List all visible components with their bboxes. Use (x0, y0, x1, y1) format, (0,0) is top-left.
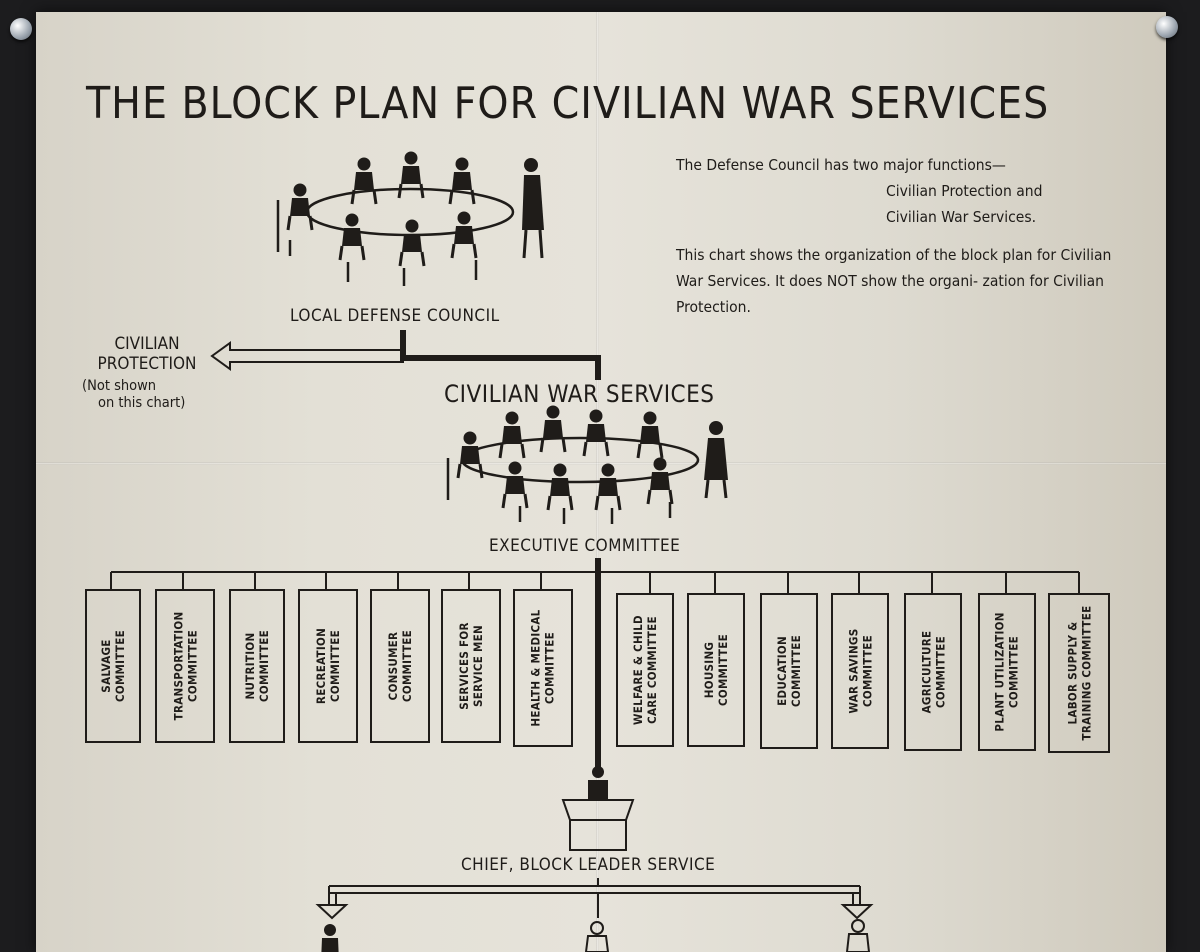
committee-box: NUTRITION COMMITTEE (229, 589, 285, 743)
committee-box: WELFARE & CHILD CARE COMMITTEE (616, 593, 674, 747)
committee-box: AGRICULTURE COMMITTEE (904, 593, 962, 751)
committee-label: LABOR SUPPLY & TRAINING COMMITTEE (1065, 605, 1094, 741)
civilian-protection-line: PROTECTION (97, 354, 197, 374)
arrow-down-icon (315, 904, 349, 920)
civilian-protection-note: (Not shown on this chart) (82, 378, 185, 412)
committee-label: PLANT UTILIZATION COMMITTEE (993, 612, 1022, 732)
civilian-protection-label: CIVILIAN PROTECTION (72, 334, 222, 374)
committee-label: WAR SAVINGS COMMITTEE (846, 628, 874, 714)
committee-box: LABOR SUPPLY & TRAINING COMMITTEE (1048, 593, 1110, 753)
executive-committee-label: EXECUTIVE COMMITTEE (489, 536, 681, 556)
civilian-protection-line: CIVILIAN (114, 334, 180, 354)
committee-label: SERVICES FOR SERVICE MEN (457, 622, 485, 710)
bottom-distribution (328, 878, 861, 918)
war-services-label: CIVILIAN WAR SERVICES (444, 380, 715, 408)
chief-block-leader-label: CHIEF, BLOCK LEADER SERVICE (461, 855, 716, 875)
committee-label: NUTRITION COMMITTEE (243, 629, 271, 703)
page-title: THE BLOCK PLAN FOR CIVILIAN WAR SERVICES (86, 78, 1050, 129)
meeting-table-icon (276, 150, 544, 286)
committee-label: SALVAGE COMMITTEE (99, 629, 127, 703)
arrow-down-icon (840, 904, 874, 920)
committee-label: AGRICULTURE COMMITTEE (919, 630, 948, 714)
committee-label: HOUSING COMMITTEE (702, 633, 730, 707)
committee-label: CONSUMER COMMITTEE (386, 629, 414, 703)
fold-crease-horizontal (36, 462, 1166, 465)
intro-paragraph: This chart shows the organization of the… (676, 246, 1112, 316)
intro-line: The Defense Council has two major functi… (676, 156, 1006, 174)
committee-label: TRANSPORTATION COMMITTEE (171, 611, 199, 721)
desk-person-icon (561, 766, 635, 851)
committee-label: WELFARE & CHILD CARE COMMITTEE (631, 615, 660, 725)
committee-box: WAR SAVINGS COMMITTEE (831, 593, 889, 749)
committee-box: SERVICES FOR SERVICE MEN (441, 589, 501, 743)
committee-box: SALVAGE COMMITTEE (85, 589, 141, 743)
pushpin-icon (10, 18, 32, 40)
person-icon (845, 919, 871, 952)
intro-text: The Defense Council has two major functi… (676, 152, 1116, 320)
committee-box: HOUSING COMMITTEE (687, 593, 745, 747)
committee-box: EDUCATION COMMITTEE (760, 593, 818, 749)
committee-box: HEALTH & MEDICAL COMMITTEE (513, 589, 573, 747)
council-connector (400, 330, 601, 380)
intro-line: Civilian Protection and (886, 182, 1043, 200)
committee-label: HEALTH & MEDICAL COMMITTEE (529, 609, 558, 727)
person-icon (584, 921, 610, 952)
local-council-label: LOCAL DEFENSE COUNCIL (290, 306, 500, 326)
committee-box: RECREATION COMMITTEE (298, 589, 358, 743)
committee-box: PLANT UTILIZATION COMMITTEE (978, 593, 1036, 751)
note-line: (Not shown (82, 378, 157, 394)
committee-bracket (110, 571, 1080, 593)
pushpin-icon (1156, 16, 1178, 38)
arrow-left-icon (210, 341, 404, 371)
committee-box: CONSUMER COMMITTEE (370, 589, 430, 743)
note-line: on this chart) (98, 395, 186, 411)
meeting-table-icon (446, 404, 728, 524)
committee-box: TRANSPORTATION COMMITTEE (155, 589, 215, 743)
committee-label: RECREATION COMMITTEE (314, 627, 343, 705)
intro-line: Civilian War Services. (886, 208, 1037, 226)
person-icon (321, 924, 339, 952)
committee-label: EDUCATION COMMITTEE (775, 634, 803, 708)
